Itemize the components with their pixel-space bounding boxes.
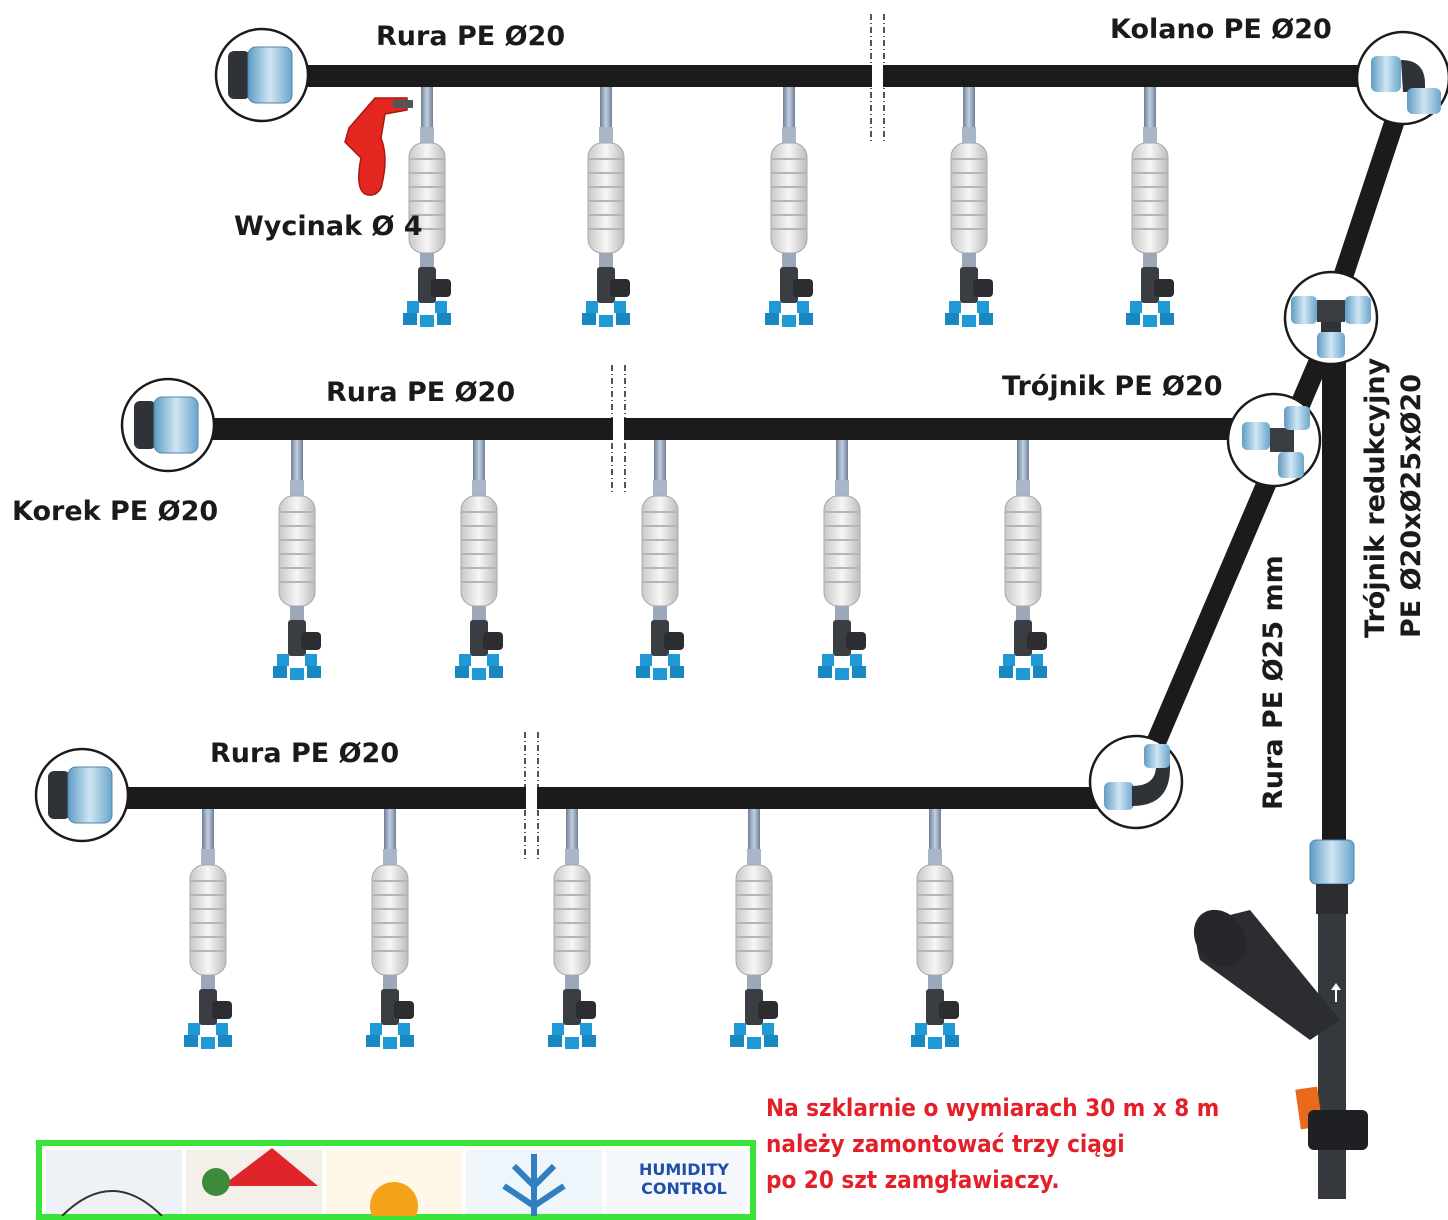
note-line-3: po 20 szt zamgławiaczy. <box>766 1166 1060 1194</box>
plant-icon <box>202 1168 230 1196</box>
label-kolano: Kolano PE Ø20 <box>1110 14 1332 45</box>
break-marks <box>524 14 885 862</box>
punch-tool-icon <box>344 97 413 196</box>
fogger-nozzle-icon <box>764 86 814 328</box>
label-wycinak: Wycinak Ø 4 <box>234 211 423 242</box>
fogger-nozzle-icon <box>402 86 452 328</box>
end-cap-icon <box>120 377 216 473</box>
fogger-nozzle-icon <box>817 439 867 681</box>
end-cap-icon <box>214 27 310 123</box>
filter-valve-icon <box>1193 839 1368 1199</box>
pipe-top <box>262 65 1402 87</box>
fogger-nozzle-icon <box>365 808 415 1050</box>
end-cap-icon <box>34 747 130 843</box>
foggers-bottom <box>183 808 960 1050</box>
pipe-middle <box>168 418 1268 440</box>
label-rura-main: Rura PE Ø25 mm <box>1258 555 1289 810</box>
label-rura-bottom: Rura PE Ø20 <box>210 738 399 769</box>
elbow-icon <box>1355 30 1448 126</box>
fogger-nozzle-icon <box>1125 86 1175 328</box>
fogger-nozzle-icon <box>454 439 504 681</box>
humidity-line-1: HUMIDITY <box>639 1160 729 1179</box>
fogger-nozzle-icon <box>729 808 779 1050</box>
pipe-main-supply <box>1322 340 1346 850</box>
house-icon <box>222 1148 318 1186</box>
note-line-1: Na szklarnie o wymiarach 30 m x 8 m <box>766 1094 1220 1122</box>
fogger-nozzle-icon <box>635 439 685 681</box>
foggers-top <box>402 86 1175 328</box>
fogger-nozzle-icon <box>547 808 597 1050</box>
foggers-middle <box>272 439 1048 681</box>
installation-note: Na szklarnie o wymiarach 30 m x 8 m nale… <box>766 1090 1306 1198</box>
label-trojnik-red-line2: PE Ø20xØ25xØ20 <box>1396 374 1427 638</box>
pipes <box>82 65 1415 850</box>
note-line-2: należy zamontować trzy ciągi <box>766 1130 1125 1158</box>
climate-icons <box>46 1148 746 1216</box>
label-rura-middle: Rura PE Ø20 <box>326 377 515 408</box>
elbow-icon <box>1088 734 1184 830</box>
tee-icon <box>1226 392 1322 488</box>
reducing-tee-icon <box>1283 270 1379 366</box>
pipe-bottom <box>82 787 1142 809</box>
label-trojnik: Trójnik PE Ø20 <box>1002 371 1223 402</box>
label-trojnik-red-line1: Trójnik redukcyjny <box>1360 357 1391 638</box>
fogger-nozzle-icon <box>272 439 322 681</box>
humidity-control-label: HUMIDITY CONTROL <box>624 1160 744 1198</box>
fogger-nozzle-icon <box>581 86 631 328</box>
label-rura-top: Rura PE Ø20 <box>376 21 565 52</box>
humidity-line-2: CONTROL <box>641 1179 727 1198</box>
fogger-nozzle-icon <box>183 808 233 1050</box>
fogger-nozzle-icon <box>944 86 994 328</box>
fogger-nozzle-icon <box>910 808 960 1050</box>
label-korek: Korek PE Ø20 <box>12 496 218 527</box>
fogger-nozzle-icon <box>998 439 1048 681</box>
